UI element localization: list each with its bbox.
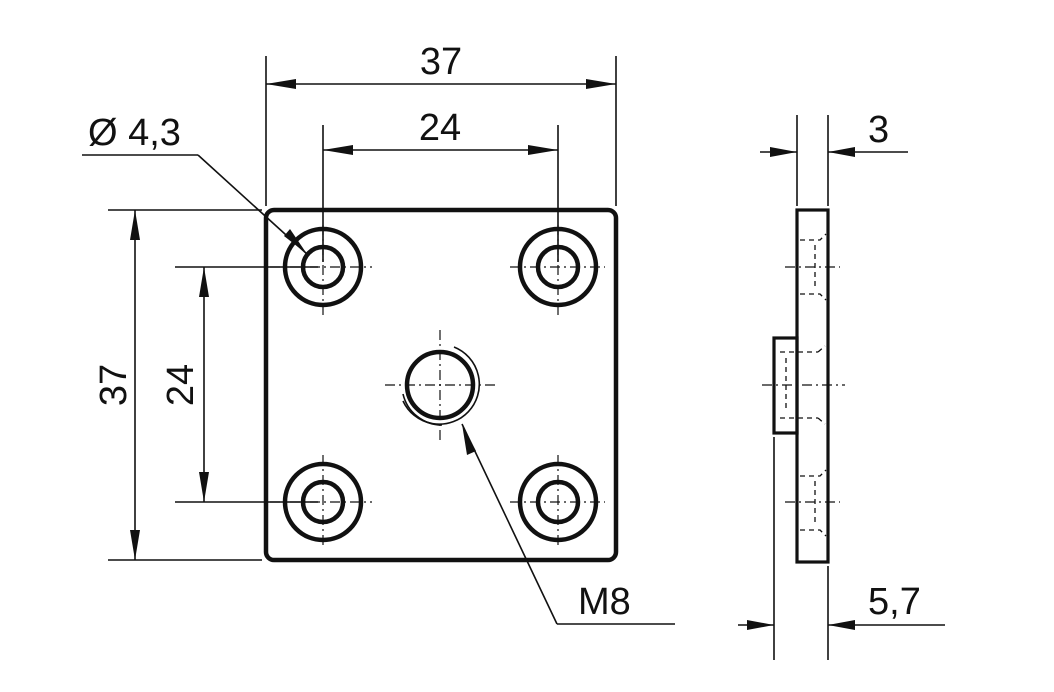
dim-hole-diameter: Ø 4,3 bbox=[82, 112, 308, 255]
dim-total-thickness: 5,7 bbox=[738, 581, 945, 630]
dim-hole-diameter-label: Ø 4,3 bbox=[88, 112, 181, 154]
front-view: 37 24 Ø 4,3 37 24 bbox=[82, 41, 675, 625]
plate-outline bbox=[263, 207, 619, 563]
dim-total-thickness-label: 5,7 bbox=[868, 581, 921, 623]
side-view: 3 5,7 bbox=[738, 109, 945, 660]
dim-top-width-label: 37 bbox=[420, 41, 462, 83]
extension-lines bbox=[108, 56, 617, 561]
dim-thread: M8 bbox=[461, 423, 675, 625]
dim-thread-label: M8 bbox=[578, 581, 631, 623]
dim-hole-spacing-y-label: 24 bbox=[160, 364, 202, 406]
dim-hole-spacing-y: 24 bbox=[160, 267, 209, 502]
side-extension-lines bbox=[773, 115, 829, 660]
side-hidden-lines bbox=[780, 233, 827, 537]
dim-hole-spacing-x-label: 24 bbox=[419, 107, 461, 149]
dim-plate-thickness-label: 3 bbox=[868, 109, 889, 151]
dim-height-label: 37 bbox=[93, 364, 135, 406]
dim-hole-spacing-x: 24 bbox=[323, 107, 558, 155]
side-center-lines bbox=[762, 266, 845, 503]
dim-height: 37 bbox=[93, 210, 140, 560]
side-plate bbox=[795, 208, 830, 564]
center-threaded-hole bbox=[402, 346, 481, 426]
dim-top-width: 37 bbox=[266, 41, 616, 89]
front-center-lines bbox=[270, 225, 605, 548]
dim-plate-thickness: 3 bbox=[760, 109, 908, 157]
